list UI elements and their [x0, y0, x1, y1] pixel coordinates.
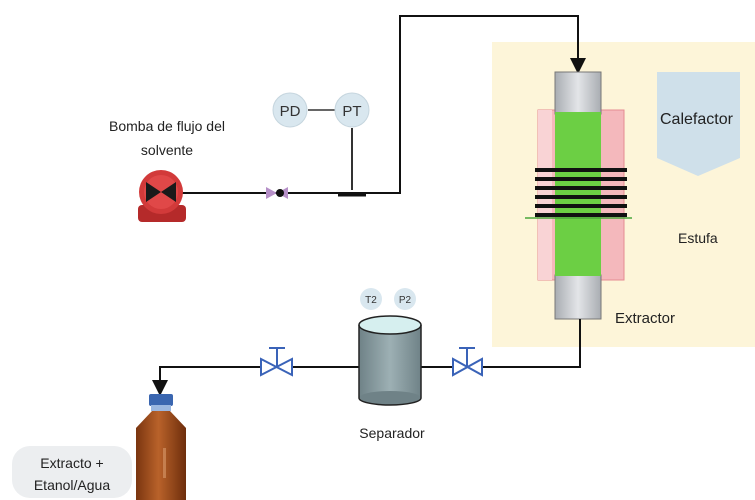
- pt-gauge: [334, 92, 370, 128]
- product-label-line1: Extracto +: [40, 455, 103, 471]
- separator-label: Separador: [359, 425, 425, 441]
- p2-label: P2: [399, 295, 412, 306]
- p2-gauge: [394, 288, 416, 310]
- t2-label: T2: [365, 295, 377, 306]
- oven-label: Estufa: [678, 230, 718, 246]
- needle-valve-icon: [452, 347, 483, 377]
- pd-label: PD: [280, 103, 301, 120]
- product-label-line2: Etanol/Agua: [34, 477, 110, 493]
- pd-gauge: [272, 92, 308, 128]
- pump-label-line1: Bomba de flujo del: [109, 118, 225, 134]
- extractor-label: Extractor: [615, 310, 675, 327]
- check-valve-icon: [266, 187, 288, 199]
- pt-label: PT: [342, 103, 361, 120]
- feed-line: [160, 15, 586, 194]
- pump-icon: [138, 170, 186, 222]
- heater-shape: [657, 72, 740, 176]
- heating-coils: [535, 168, 627, 217]
- t2-gauge: [360, 288, 382, 310]
- heater-label: Calefactor: [660, 111, 734, 128]
- separator-vessel: [358, 315, 422, 406]
- collection-bottle-icon: [136, 394, 186, 500]
- needle-valve-icon-2: [260, 347, 293, 377]
- product-label-pill: [12, 446, 132, 498]
- extractor-vessel: [525, 71, 632, 320]
- pump-label-line2: solvente: [141, 142, 193, 158]
